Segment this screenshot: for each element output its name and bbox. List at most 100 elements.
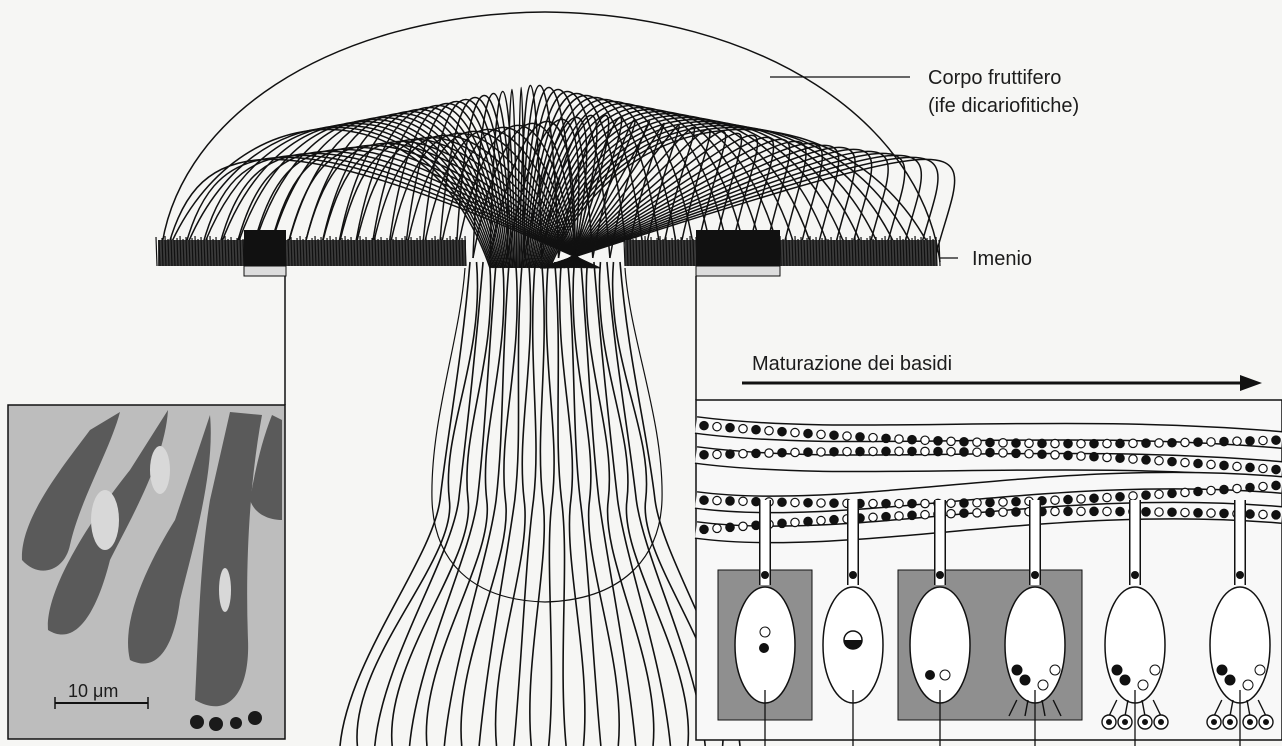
nucleus bbox=[1181, 488, 1189, 496]
nucleus bbox=[778, 449, 786, 457]
nucleus bbox=[895, 512, 903, 520]
nucleus bbox=[921, 511, 929, 519]
nucleus bbox=[1012, 439, 1020, 447]
nucleus bbox=[973, 438, 981, 446]
nucleus bbox=[1246, 510, 1254, 518]
nucleus bbox=[1155, 457, 1163, 465]
hymenium-stroke bbox=[156, 237, 157, 266]
nucleus bbox=[936, 571, 944, 579]
nucleus bbox=[817, 430, 825, 438]
nucleus bbox=[1207, 438, 1215, 446]
nucleus bbox=[1168, 508, 1176, 516]
nucleus bbox=[973, 509, 981, 517]
spore-nucleus bbox=[1106, 719, 1112, 725]
nucleus bbox=[1031, 571, 1039, 579]
nucleus bbox=[960, 499, 968, 507]
nucleus bbox=[999, 508, 1007, 516]
nucleus bbox=[1090, 453, 1098, 461]
nucleus bbox=[869, 447, 877, 455]
nucleus bbox=[778, 498, 786, 506]
nucleus bbox=[1142, 491, 1150, 499]
nucleus bbox=[713, 450, 721, 458]
nucleus bbox=[940, 670, 950, 680]
nucleus bbox=[1077, 439, 1085, 447]
nucleus bbox=[882, 447, 890, 455]
nucleus bbox=[1051, 507, 1059, 515]
nucleus bbox=[1168, 439, 1176, 447]
nucleus bbox=[1012, 449, 1020, 457]
nucleus bbox=[1220, 485, 1228, 493]
nucleus bbox=[1064, 439, 1072, 447]
stipe-hypha bbox=[568, 262, 601, 746]
nucleus bbox=[1103, 453, 1111, 461]
nucleus bbox=[700, 496, 708, 504]
nucleus bbox=[1051, 496, 1059, 504]
nucleus bbox=[947, 448, 955, 456]
nucleus bbox=[1116, 439, 1124, 447]
nucleus bbox=[1272, 481, 1280, 489]
hymenium-inset-left-base bbox=[244, 266, 286, 276]
nucleus bbox=[986, 438, 994, 446]
nucleus bbox=[1025, 450, 1033, 458]
spore-nucleus bbox=[1158, 719, 1164, 725]
nucleus bbox=[934, 437, 942, 445]
fruiting-body-callout: Corpo fruttifero (ife dicariofitiche) bbox=[770, 67, 1079, 117]
nucleus bbox=[804, 448, 812, 456]
nucleus bbox=[999, 498, 1007, 506]
nucleus bbox=[1103, 507, 1111, 515]
nucleus bbox=[1051, 451, 1059, 459]
nucleus bbox=[934, 447, 942, 455]
nucleus bbox=[1233, 437, 1241, 445]
nucleus bbox=[1129, 492, 1137, 500]
nucleus bbox=[1236, 571, 1244, 579]
nucleus bbox=[700, 451, 708, 459]
nucleus bbox=[1168, 489, 1176, 497]
nucleus bbox=[999, 439, 1007, 447]
nucleus bbox=[804, 499, 812, 507]
nucleus bbox=[804, 429, 812, 437]
nucleus bbox=[713, 524, 721, 532]
nucleus bbox=[1194, 438, 1202, 446]
nucleus bbox=[791, 448, 799, 456]
maturation-arrow-head bbox=[1240, 375, 1262, 391]
nucleus bbox=[921, 436, 929, 444]
nucleus bbox=[765, 449, 773, 457]
nucleus bbox=[973, 448, 981, 456]
nucleus bbox=[908, 511, 916, 519]
nucleus bbox=[986, 448, 994, 456]
nucleus bbox=[1064, 495, 1072, 503]
spore-nucleus bbox=[1142, 719, 1148, 725]
nucleus bbox=[1077, 495, 1085, 503]
nucleus bbox=[1064, 507, 1072, 515]
nucleus bbox=[1120, 675, 1130, 685]
nucleus bbox=[1181, 458, 1189, 466]
nucleus bbox=[1142, 456, 1150, 464]
nucleus bbox=[1012, 498, 1020, 506]
nucleus bbox=[1181, 508, 1189, 516]
stipe-hypha bbox=[594, 262, 671, 746]
nucleus bbox=[1181, 438, 1189, 446]
nucleus bbox=[1194, 509, 1202, 517]
nucleus bbox=[791, 498, 799, 506]
nucleus bbox=[1233, 484, 1241, 492]
nucleus bbox=[765, 426, 773, 434]
basidia-detail-panel bbox=[696, 400, 1282, 746]
nucleus bbox=[1103, 493, 1111, 501]
nucleus bbox=[1090, 494, 1098, 502]
nucleus bbox=[1207, 460, 1215, 468]
nucleus bbox=[1220, 437, 1228, 445]
nucleus bbox=[752, 521, 760, 529]
nucleus bbox=[1155, 508, 1163, 516]
nucleus bbox=[882, 434, 890, 442]
nucleus bbox=[778, 427, 786, 435]
nucleus bbox=[1090, 439, 1098, 447]
nucleus bbox=[921, 499, 929, 507]
nucleus bbox=[1038, 680, 1048, 690]
nucleus bbox=[739, 522, 747, 530]
nucleus bbox=[973, 499, 981, 507]
nucleus bbox=[1259, 482, 1267, 490]
nucleus bbox=[1025, 439, 1033, 447]
nucleus bbox=[960, 438, 968, 446]
nucleus bbox=[1246, 437, 1254, 445]
nucleus bbox=[1155, 490, 1163, 498]
